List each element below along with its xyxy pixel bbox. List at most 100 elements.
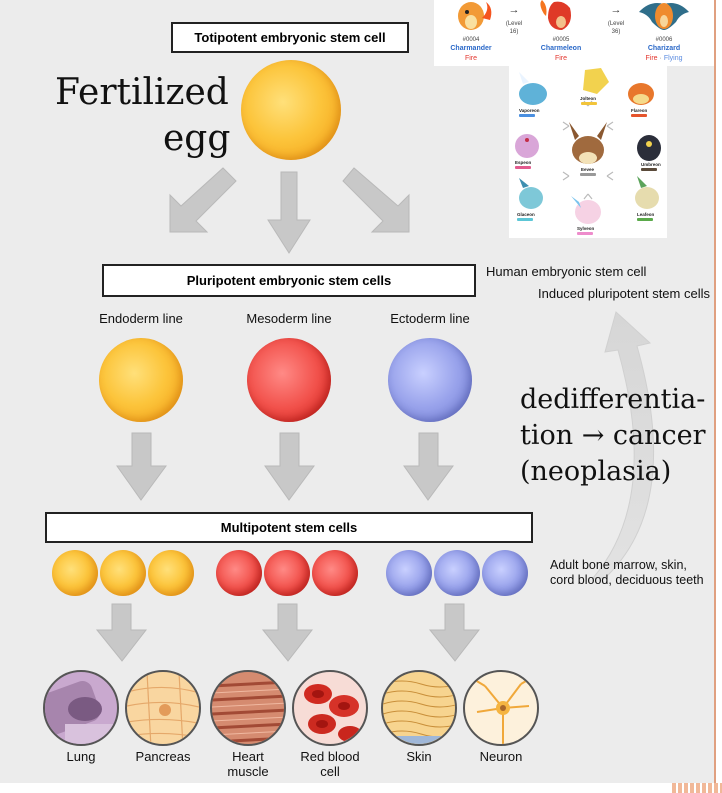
- ectoderm-multipotent-cell: [386, 550, 432, 596]
- charizard-name[interactable]: Charizard: [647, 45, 681, 52]
- charizard-type-flying[interactable]: Flying: [663, 55, 683, 62]
- umbreon-icon: [637, 135, 661, 161]
- glaceon-icon: [519, 178, 543, 209]
- flareon-type-badge: [631, 114, 647, 117]
- endoderm-multipotent-cell: [100, 550, 146, 596]
- evolve-arrow-icon: →: [508, 4, 520, 16]
- egg-label: egg: [163, 118, 231, 159]
- eevee-type-badge: [580, 173, 596, 176]
- arrow-endoderm-tissue: [95, 603, 148, 662]
- endoderm-cell: [99, 338, 183, 422]
- lung-label: Lung: [66, 749, 96, 764]
- red-blood-cell-tissue-image: [292, 670, 368, 746]
- neuron-icon: [474, 677, 532, 744]
- espeon-icon: [515, 134, 539, 158]
- neuron-tissue-image: [463, 670, 539, 746]
- espeon-type-badge: [515, 166, 531, 169]
- charmander-name[interactable]: Charmander: [450, 45, 492, 52]
- charmander-type[interactable]: Fire: [464, 55, 478, 62]
- mesoderm-multipotent-cell: [312, 550, 358, 596]
- skin-cell-icon: [383, 680, 455, 744]
- ectoderm-multipotent-cell: [434, 550, 480, 596]
- charizard-icon: [639, 3, 689, 30]
- eevee-sprites: [515, 68, 661, 224]
- lung-tissue-image: [43, 670, 119, 746]
- vaporeon-label: Vaporeon: [519, 108, 540, 113]
- ipsc-label: Induced pluripotent stem cells: [538, 286, 710, 301]
- arrow-mesoderm-tissue: [261, 603, 314, 662]
- leafeon-icon: [635, 176, 659, 209]
- totipotent-label: Totipotent embryonic stem cell: [194, 30, 386, 45]
- flareon-label: Flareon: [631, 108, 648, 113]
- slide-corner-stripes: [672, 783, 722, 793]
- ectoderm-line-label: Ectoderm line: [390, 311, 470, 326]
- eevee-label: Eevee: [581, 167, 595, 172]
- leafeon-type-badge: [637, 218, 653, 221]
- human-esc-label: Human embryonic stem cell: [486, 264, 647, 279]
- vaporeon-icon: [519, 72, 547, 105]
- charizard-type-fire[interactable]: Fire: [645, 55, 658, 62]
- endoderm-multipotent-cell: [52, 550, 98, 596]
- charmander-icon: [458, 2, 492, 30]
- totipotent-label-box: Totipotent embryonic stem cell: [171, 22, 409, 53]
- ectoderm-multipotent-cell: [482, 550, 528, 596]
- glaceon-type-badge: [517, 218, 533, 221]
- adult-sources-label: Adult bone marrow, skin, cord blood, dec…: [550, 558, 704, 587]
- ectoderm-cell: [388, 338, 472, 422]
- lung-cell-icon: [45, 681, 117, 744]
- skin-tissue-image: [381, 670, 457, 746]
- arrow-egg-endoderm: [169, 167, 237, 233]
- jolteon-type-badge: [581, 102, 597, 105]
- mesoderm-multipotent-cell: [216, 550, 262, 596]
- evolve-arrow-icon: →: [610, 4, 622, 16]
- arrow-ectoderm-tissue: [428, 603, 481, 662]
- type-separator: ·: [659, 55, 662, 62]
- charmeleon-type[interactable]: Fire: [554, 55, 568, 62]
- sylveon-type-badge: [577, 232, 593, 235]
- fertilized-label: Fertilized: [55, 72, 229, 113]
- charmeleon-icon: [540, 0, 571, 30]
- dedifferentiation-label: dedifferentia- tion → cancer (neoplasia): [520, 384, 706, 487]
- mesoderm-cell: [247, 338, 331, 422]
- pancreas-label: Pancreas: [135, 749, 191, 764]
- umbreon-type-badge: [641, 168, 657, 171]
- charmander-number: #0004: [462, 37, 480, 43]
- pluripotent-label: Pluripotent embryonic stem cells: [186, 273, 392, 288]
- umbreon-label: Umbreon: [641, 162, 661, 167]
- charmeleon-number: #0005: [552, 37, 570, 43]
- glaceon-label: Glaceon: [517, 212, 535, 217]
- flareon-icon: [628, 83, 654, 105]
- sylveon-icon: [571, 196, 601, 224]
- mesoderm-multipotent-cell: [264, 550, 310, 596]
- heart-muscle-tissue-image: [210, 670, 286, 746]
- dedifferentiation-arrow: [591, 311, 655, 579]
- multipotent-label-box: Multipotent stem cells: [45, 512, 533, 543]
- mesoderm-line-label: Mesoderm line: [246, 311, 332, 326]
- pokemon-sprites: [458, 0, 689, 30]
- pancreas-tissue-image: [125, 670, 201, 746]
- sylveon-label: Sylveon: [577, 226, 595, 231]
- slide-edge-bar: [714, 0, 716, 793]
- arrow-egg-mesoderm: [267, 171, 311, 254]
- charizard-types: Fire · Flying: [634, 55, 694, 62]
- jolteon-label: Jolteon: [580, 96, 597, 101]
- pluripotent-label-box: Pluripotent embryonic stem cells: [102, 264, 476, 297]
- arrow-ectoderm-down: [403, 432, 454, 501]
- eevee-icon: [569, 122, 607, 164]
- vaporeon-type-badge: [519, 114, 535, 117]
- charizard-number: #0006: [655, 37, 673, 43]
- arrow-endoderm-down: [116, 432, 167, 501]
- endoderm-line-label: Endoderm line: [99, 311, 183, 326]
- endoderm-multipotent-cell: [148, 550, 194, 596]
- eevee-evolutions-panel: Jolteon Vaporeon Flareon Espeon Eevee Um…: [509, 66, 667, 238]
- charmeleon-name[interactable]: Charmeleon: [540, 45, 582, 52]
- multipotent-label: Multipotent stem cells: [220, 520, 358, 535]
- espeon-label: Espeon: [515, 160, 532, 165]
- fertilized-egg-cell: [241, 60, 341, 160]
- jolteon-icon: [583, 68, 609, 94]
